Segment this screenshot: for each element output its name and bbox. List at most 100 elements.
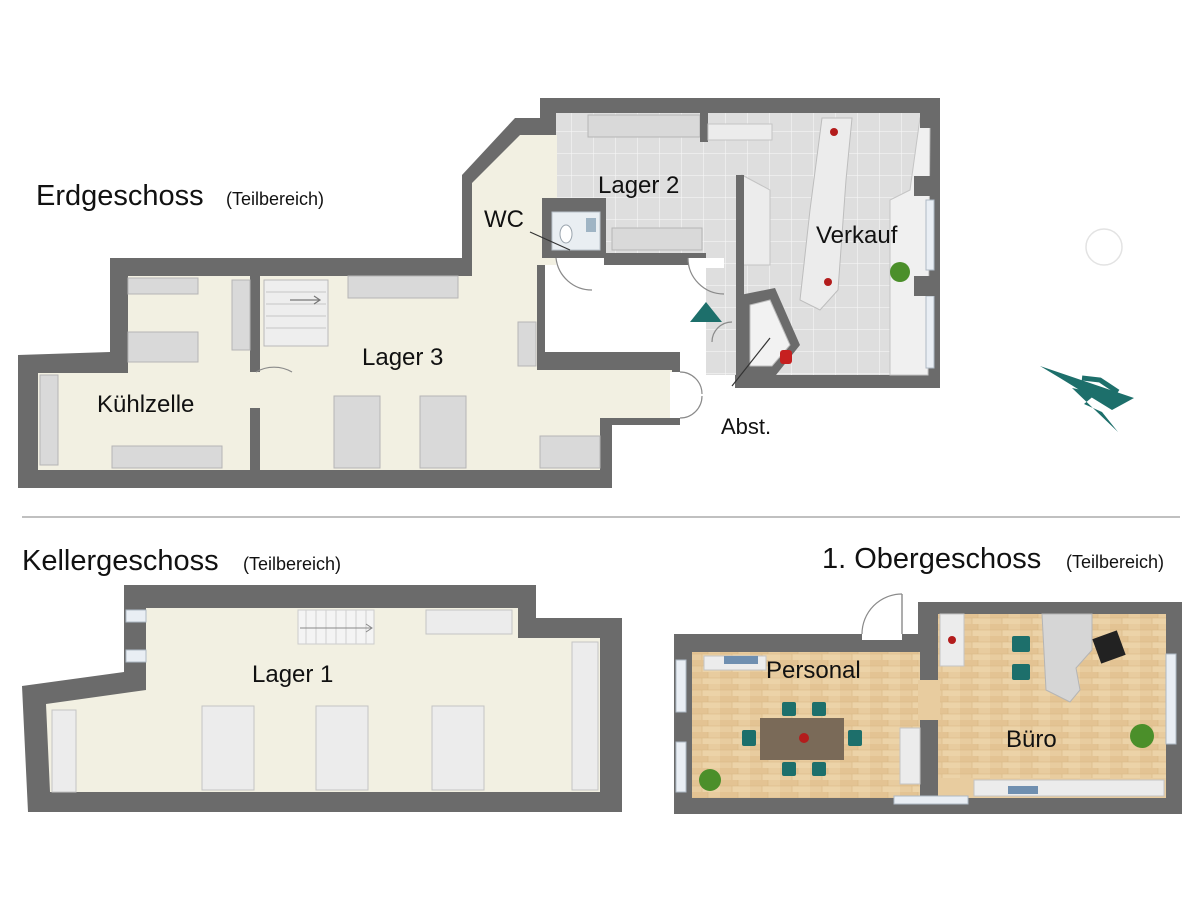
wc-door-gap bbox=[556, 258, 604, 268]
desk bbox=[1041, 613, 1093, 703]
window-icon bbox=[125, 609, 147, 623]
entrance-door-gap bbox=[670, 372, 682, 418]
upper-floor-subtitle: (Teilbereich) bbox=[1066, 552, 1164, 572]
shelf bbox=[539, 435, 601, 469]
stair-arrow-icon bbox=[300, 623, 373, 633]
room-label-lager2: Lager 2 bbox=[598, 172, 679, 199]
room-label-personal: Personal bbox=[766, 657, 861, 684]
north-arrow-icon bbox=[1040, 366, 1134, 432]
bookshelf bbox=[724, 656, 758, 664]
door-icon bbox=[711, 321, 733, 343]
pillar bbox=[920, 98, 940, 128]
shelf bbox=[39, 374, 59, 466]
shelf bbox=[707, 123, 773, 141]
partition-wall bbox=[736, 175, 744, 375]
flower-icon bbox=[830, 128, 838, 136]
chair-icon bbox=[848, 730, 862, 746]
flower-icon bbox=[824, 278, 832, 286]
pillar bbox=[914, 176, 940, 196]
chair-icon bbox=[782, 702, 796, 716]
room-label-lager1: Lager 1 bbox=[252, 661, 333, 688]
shelf bbox=[431, 705, 485, 791]
pillar bbox=[914, 276, 940, 296]
shelf bbox=[571, 641, 599, 791]
doorway bbox=[248, 372, 262, 408]
chair-icon bbox=[1012, 636, 1030, 652]
room-label-verkauf: Verkauf bbox=[816, 222, 898, 249]
basement-floor-plan bbox=[22, 585, 622, 812]
cabinet bbox=[899, 727, 921, 785]
door-icon bbox=[555, 257, 593, 291]
door-icon bbox=[679, 371, 703, 419]
shelf bbox=[611, 227, 703, 251]
office-chair-icon bbox=[1092, 630, 1126, 664]
shelf bbox=[425, 609, 513, 635]
ground-floor-title: Erdgeschoss bbox=[36, 180, 204, 212]
chair-icon bbox=[1012, 664, 1030, 680]
doorway bbox=[918, 680, 940, 720]
window-icon bbox=[925, 295, 935, 369]
room-label-wc: WC bbox=[484, 206, 524, 233]
partition-wall bbox=[250, 270, 260, 470]
shelf bbox=[201, 705, 255, 791]
ground-floor-subtitle: (Teilbereich) bbox=[226, 189, 324, 209]
room-label-abst: Abst. bbox=[721, 414, 771, 439]
shelf bbox=[587, 114, 701, 138]
marker-circle bbox=[1085, 228, 1123, 266]
entrance-arrow-icon bbox=[690, 302, 722, 322]
shelf bbox=[347, 275, 459, 299]
plant-icon bbox=[699, 769, 721, 791]
staircase-icon bbox=[263, 279, 329, 347]
stair-steps bbox=[305, 610, 367, 644]
window-icon bbox=[125, 649, 147, 663]
shelf bbox=[419, 395, 467, 469]
window-icon bbox=[893, 795, 969, 805]
upper-floor-title: 1. Obergeschoss bbox=[822, 543, 1041, 575]
door-icon bbox=[687, 257, 725, 295]
wc-pointer bbox=[529, 231, 571, 251]
partition-wall bbox=[700, 112, 708, 142]
wc-basin bbox=[586, 218, 596, 232]
window-icon bbox=[675, 741, 687, 793]
shelf bbox=[231, 279, 251, 351]
ground-floor-plan bbox=[18, 98, 1123, 488]
shelf bbox=[51, 709, 77, 793]
shop-door-gap bbox=[688, 258, 724, 268]
counter bbox=[741, 174, 771, 266]
ground-floor-surface bbox=[38, 135, 672, 470]
shelf bbox=[127, 277, 199, 295]
chair-icon bbox=[812, 762, 826, 776]
window-icon bbox=[675, 659, 687, 713]
basement-title: Kellergeschoss bbox=[22, 545, 219, 577]
shelf bbox=[127, 331, 199, 363]
stair-arrow-icon bbox=[290, 295, 322, 305]
shelf bbox=[111, 445, 223, 469]
room-label-kuehlzelle: Kühlzelle bbox=[97, 391, 194, 418]
stair-steps bbox=[266, 291, 326, 329]
upper-door-gap bbox=[862, 630, 902, 640]
abst-pointer bbox=[731, 337, 771, 387]
toilet-icon bbox=[559, 224, 573, 244]
bookshelf bbox=[1008, 786, 1038, 794]
shelf bbox=[315, 705, 369, 791]
room-label-buero: Büro bbox=[1006, 726, 1057, 753]
chair-icon bbox=[812, 702, 826, 716]
room-label-lager3: Lager 3 bbox=[362, 344, 443, 371]
window-icon bbox=[925, 199, 935, 271]
flower-icon bbox=[948, 636, 956, 644]
chair-icon bbox=[742, 730, 756, 746]
upper-floor-plan bbox=[674, 593, 1182, 814]
door-icon bbox=[861, 593, 903, 635]
shelf bbox=[517, 321, 537, 367]
chair-icon bbox=[782, 762, 796, 776]
basement-subtitle: (Teilbereich) bbox=[243, 554, 341, 574]
sideboard bbox=[973, 779, 1165, 797]
shelf bbox=[333, 395, 381, 469]
window-icon bbox=[1165, 653, 1177, 745]
display-counter bbox=[799, 117, 853, 311]
door-icon bbox=[255, 366, 293, 373]
chair-icon bbox=[780, 350, 792, 364]
plant-icon bbox=[890, 262, 910, 282]
flower-icon bbox=[799, 733, 809, 743]
